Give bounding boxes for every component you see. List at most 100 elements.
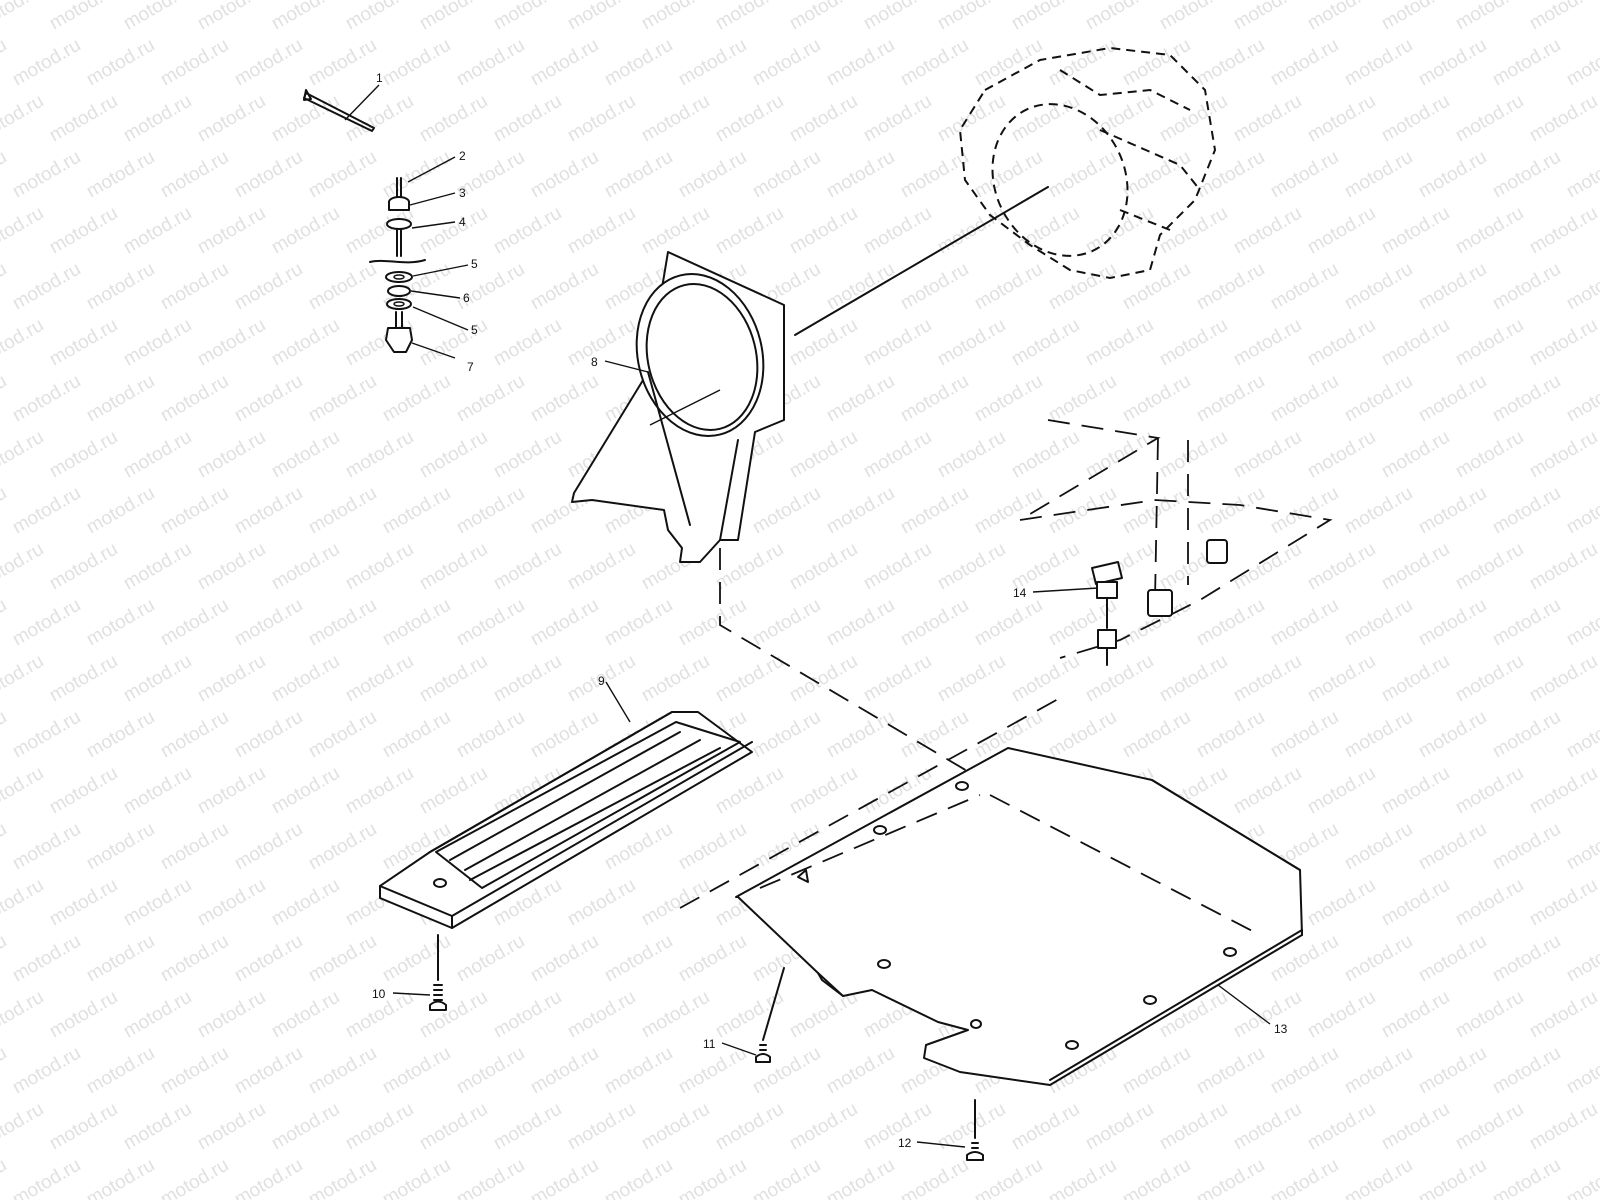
watermark-text: motod.ru [749,707,824,763]
engine-outline [958,46,1217,280]
watermark-text: motod.ru [934,427,1009,483]
watermark-text: motod.ru [1304,91,1379,147]
watermark-text: motod.ru [564,91,639,147]
watermark-text: motod.ru [305,483,380,539]
watermark-text: motod.ru [379,931,454,987]
part-9-footrest [379,711,753,929]
watermark-text: motod.ru [453,35,528,91]
watermark-text: motod.ru [823,259,898,315]
watermark-text: motod.ru [1193,595,1268,651]
watermark-text: motod.ru [1119,371,1194,427]
watermark-text: motod.ru [786,1099,861,1155]
watermark-text: motod.ru [675,595,750,651]
watermark-text: motod.ru [46,651,121,707]
callout-14: 14 [1013,586,1027,600]
watermark-text: motod.ru [1267,483,1342,539]
watermark-text: motod.ru [268,315,343,371]
watermark-text: motod.ru [564,1099,639,1155]
watermark-text: motod.ru [1193,35,1268,91]
watermark-text: motod.ru [1304,427,1379,483]
watermark-text: motod.ru [120,539,195,595]
fastener-stack [369,177,426,353]
watermark-text: motod.ru [9,147,84,203]
watermark-text: motod.ru [9,371,84,427]
watermark-text: motod.ru [0,539,47,595]
watermark-text: motod.ru [1452,987,1527,1043]
watermark-text: motod.ru [46,0,121,34]
watermark-text: motod.ru [1415,483,1490,539]
watermark-text: motod.ru [194,1099,269,1155]
watermark-text: motod.ru [1304,315,1379,371]
watermark-text: motod.ru [268,987,343,1043]
watermark-text: motod.ru [46,203,121,259]
watermark-text: motod.ru [934,91,1009,147]
engine-duct-leader [794,186,1049,336]
part-14-connector [1091,561,1123,666]
watermark-text: motod.ru [934,315,1009,371]
watermark-text: motod.ru [157,931,232,987]
watermark-text: motod.ru [83,1043,158,1099]
watermark-text: motod.ru [1378,1099,1453,1155]
watermark-text: motod.ru [416,203,491,259]
watermark-text: motod.ru [1230,763,1305,819]
watermark-text: motod.ru [1489,1155,1564,1200]
watermark-text: motod.ru [1008,203,1083,259]
watermark-text: motod.ru [1341,931,1416,987]
watermark-text: motod.ru [1452,651,1527,707]
watermark-text: motod.ru [1119,35,1194,91]
watermark-text: motod.ru [0,203,47,259]
watermark-text: motod.ru [231,371,306,427]
watermark-text: motod.ru [0,147,10,203]
watermark-text: motod.ru [1119,1043,1194,1099]
watermark-text: motod.ru [416,315,491,371]
watermark-text: motod.ru [9,35,84,91]
watermark-text: motod.ru [453,707,528,763]
watermark-text: motod.ru [1045,483,1120,539]
watermark-text: motod.ru [1378,203,1453,259]
watermark-text: motod.ru [0,35,10,91]
watermark-text: motod.ru [1230,203,1305,259]
watermark-text: motod.ru [1304,539,1379,595]
watermark-text: motod.ru [490,987,565,1043]
watermark-text: motod.ru [971,259,1046,315]
watermark-text: motod.ru [897,1155,972,1200]
watermark-text: motod.ru [1378,875,1453,931]
watermark-text: motod.ru [120,651,195,707]
watermark-text: motod.ru [1415,147,1490,203]
watermark-text: motod.ru [823,1155,898,1200]
watermark-text: motod.ru [453,1043,528,1099]
watermark-text: motod.ru [1415,819,1490,875]
watermark-text: motod.ru [120,91,195,147]
watermark-text: motod.ru [120,763,195,819]
watermark-text: motod.ru [564,875,639,931]
watermark-text: motod.ru [83,147,158,203]
watermark-text: motod.ru [1563,35,1600,91]
callout-8: 8 [591,355,598,369]
watermark-text: motod.ru [0,91,47,147]
callout-leaders [344,84,1271,1148]
watermark-text: motod.ru [1378,651,1453,707]
watermark-text: motod.ru [0,595,10,651]
watermark-text: motod.ru [1193,483,1268,539]
watermark-text: motod.ru [157,1155,232,1200]
watermark-text: motod.ru [268,1099,343,1155]
watermark-text: motod.ru [823,707,898,763]
watermark-text: motod.ru [305,147,380,203]
watermark-text: motod.ru [601,931,676,987]
watermark-text: motod.ru [712,1099,787,1155]
watermark-text: motod.ru [1304,0,1379,34]
screw-10 [429,934,447,1011]
watermark-text: motod.ru [749,595,824,651]
watermark-text: motod.ru [268,763,343,819]
watermark-text: motod.ru [46,763,121,819]
watermark-text: motod.ru [1489,595,1564,651]
watermark-text: motod.ru [157,259,232,315]
watermark-text: motod.ru [1526,875,1600,931]
watermark-text: motod.ru [527,595,602,651]
watermark-text: motod.ru [1489,931,1564,987]
watermark-text: motod.ru [342,0,417,34]
watermark-text: motod.ru [1489,1043,1564,1099]
watermark-text: motod.ru [1526,763,1600,819]
watermark-text: motod.ru [1119,259,1194,315]
